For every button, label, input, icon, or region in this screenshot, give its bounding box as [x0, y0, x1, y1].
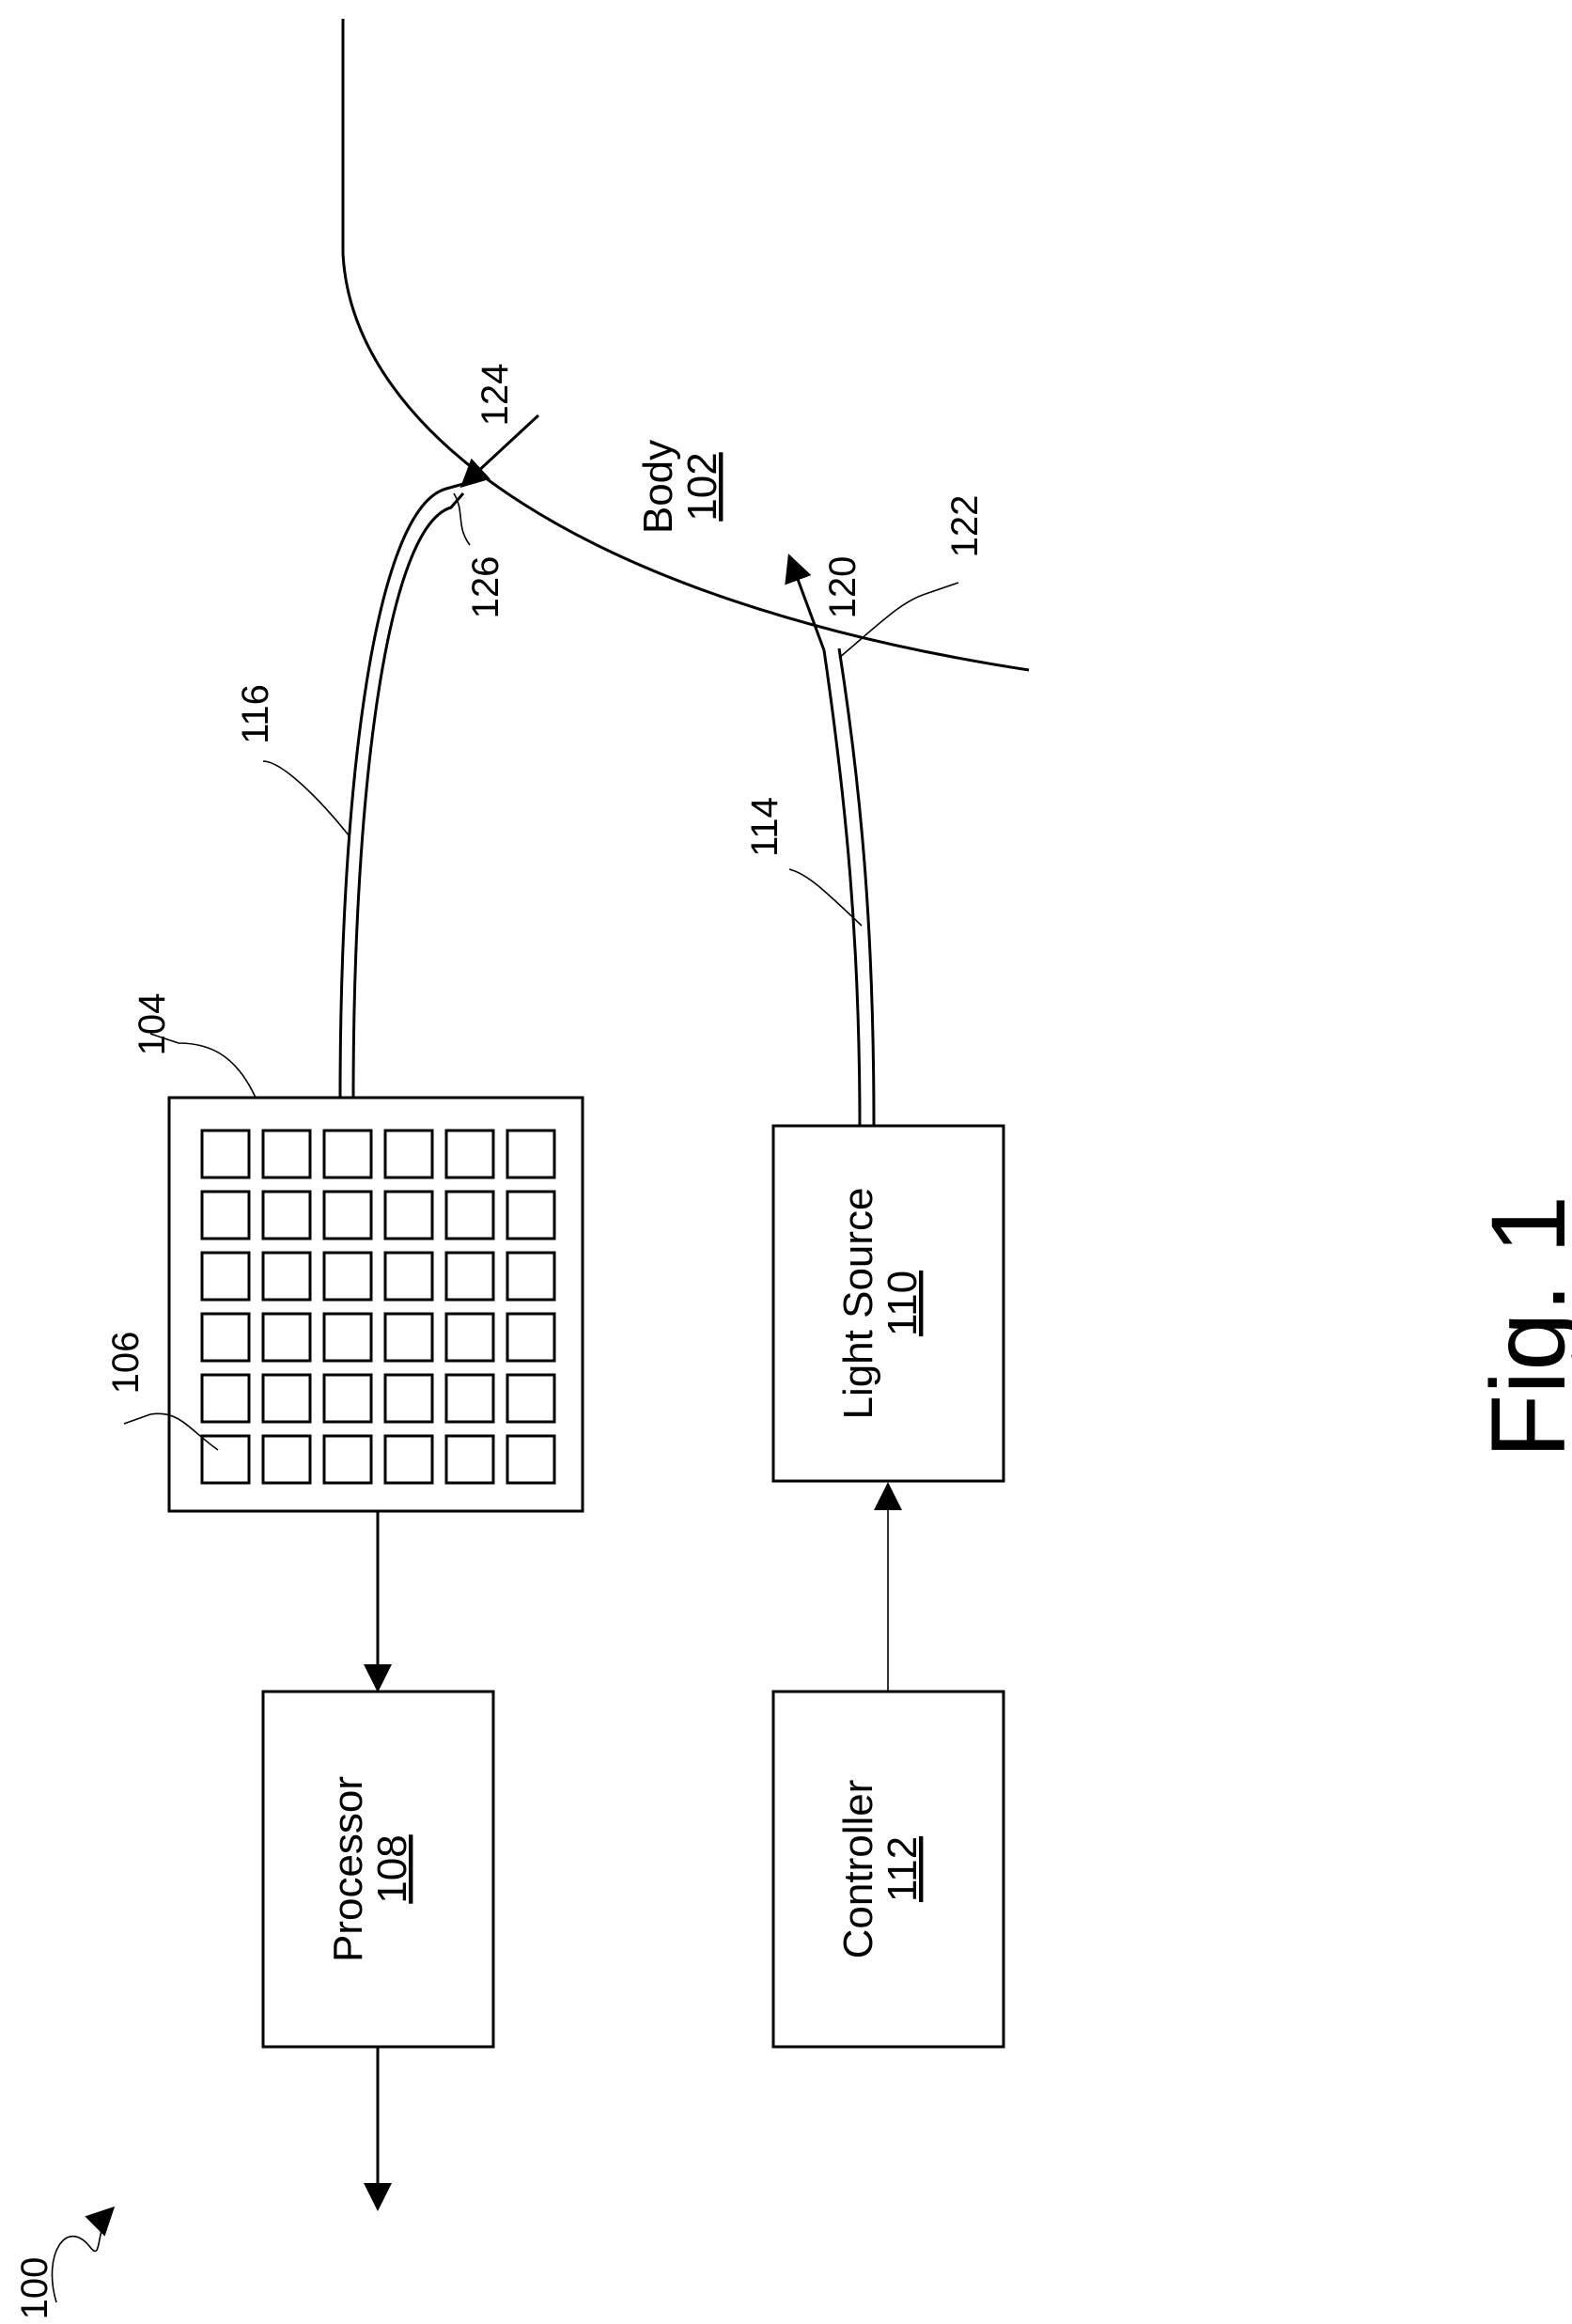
sensor-cell	[263, 1192, 310, 1239]
ref-106: 106	[105, 1332, 147, 1395]
ref-116: 116	[235, 684, 276, 744]
sensor-cell	[385, 1253, 432, 1300]
processor-label: Processor	[325, 1776, 371, 1962]
sensor-cell	[446, 1253, 493, 1300]
sensor-cell	[385, 1375, 432, 1422]
sensor-cell	[507, 1131, 554, 1178]
figure-caption: Fig. 1	[1470, 1195, 1572, 1458]
ref-122: 122	[944, 495, 986, 558]
sensor-cell	[324, 1436, 371, 1483]
ref-100: 100	[14, 2257, 55, 2320]
controller-ref: 112	[879, 1836, 926, 1902]
sensor-cell	[507, 1192, 554, 1239]
sensor-cell	[385, 1314, 432, 1361]
sensor-cell	[263, 1314, 310, 1361]
sensor-cell	[385, 1192, 432, 1239]
sensor-cell	[446, 1131, 493, 1178]
sensor-cell	[446, 1375, 493, 1422]
sensor-cell	[202, 1375, 249, 1422]
sensor-cell	[507, 1253, 554, 1300]
ref-124: 124	[475, 364, 516, 427]
sensor-cell	[385, 1131, 432, 1178]
sensor-cell	[202, 1253, 249, 1300]
body-label: Body	[635, 440, 681, 534]
light-source-label: Light Source	[835, 1187, 881, 1419]
leader-116	[263, 761, 350, 836]
emit-fiber	[824, 648, 874, 1126]
ref-126: 126	[465, 556, 506, 619]
sensor-cell	[202, 1192, 249, 1239]
sensor-cell	[263, 1253, 310, 1300]
sensor-cell	[507, 1375, 554, 1422]
sensor-cell	[202, 1314, 249, 1361]
sensor-cell	[324, 1131, 371, 1178]
sensor-cell	[385, 1436, 432, 1483]
leader-100	[52, 2208, 113, 2302]
processor-ref: 108	[369, 1834, 415, 1903]
sensor-cell	[507, 1314, 554, 1361]
sensor-cell	[324, 1375, 371, 1422]
controller-label: Controller	[835, 1780, 881, 1959]
sensor-cell	[446, 1192, 493, 1239]
sensor-cell	[324, 1192, 371, 1239]
sensor-cell	[202, 1131, 249, 1178]
ref-114: 114	[744, 797, 786, 857]
sensor-cell	[507, 1436, 554, 1483]
body-boundary	[343, 19, 1029, 670]
sensor-cell	[263, 1131, 310, 1178]
light-source-ref: 110	[879, 1271, 926, 1336]
collect-fiber	[340, 484, 463, 1098]
sensor-cell	[263, 1436, 310, 1483]
ref-104: 104	[132, 993, 173, 1056]
sensor-cell	[263, 1375, 310, 1422]
sensor-cell	[324, 1314, 371, 1361]
sensor-cell	[446, 1436, 493, 1483]
body-ref: 102	[679, 452, 725, 521]
sensor-cell	[446, 1314, 493, 1361]
sensor-cell	[324, 1253, 371, 1300]
emission-arrow	[789, 556, 824, 650]
ref-120: 120	[822, 556, 864, 619]
